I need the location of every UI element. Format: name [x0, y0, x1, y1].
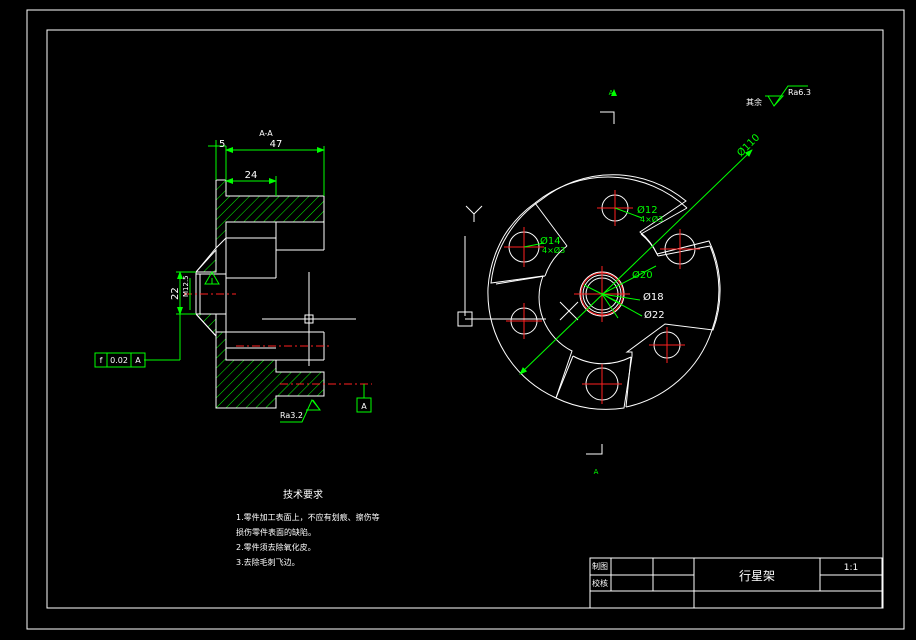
datum-label: A: [361, 402, 367, 411]
tolerance-value: 0.02: [110, 356, 128, 365]
section-roughness: Ra3.2: [280, 411, 303, 420]
section-view: [184, 179, 372, 409]
title-checked-label: 校核: [592, 578, 608, 588]
dia-110: Ø110: [735, 132, 763, 160]
dim-5: 5: [219, 139, 225, 150]
hole-note-2: 4×Ø3: [542, 245, 565, 255]
dim-22: 22: [170, 287, 181, 300]
crosshair-cursor: [262, 272, 356, 366]
hole-note-1: 4×Ø3: [640, 214, 663, 224]
tech-requirement-2: 损伤零件表面的缺陷。: [236, 527, 316, 537]
tech-requirement-4: 3.去除毛刺飞边。: [236, 557, 300, 567]
section-dimensions: [94, 140, 372, 423]
section-arrow-top-label: A: [609, 89, 614, 97]
section-arrow-bottom: [586, 444, 603, 455]
inner-border: [46, 29, 884, 609]
scale: 1:1: [844, 563, 858, 573]
title-drawn-label: 制图: [592, 561, 608, 571]
tolerance-datum: A: [135, 356, 141, 365]
tech-requirements-title: 技术要求: [283, 488, 323, 501]
general-roughness-symbol: [765, 85, 808, 107]
dia-14: Ø14: [540, 235, 561, 247]
tech-requirement-3: 2.零件须去除氧化皮。: [236, 542, 316, 552]
dim-47: 47: [270, 139, 283, 150]
dia-22: Ø22: [644, 309, 665, 321]
section-label: A-A: [259, 129, 273, 138]
ucs-icon: [457, 205, 546, 327]
roughness-general-value: Ra6.3: [788, 88, 811, 97]
front-view: [487, 149, 753, 410]
dim-24: 24: [245, 170, 258, 181]
section-arrow-bottom-label: A: [594, 468, 599, 476]
section-arrow-top: [600, 89, 617, 124]
part-name: 行星架: [739, 569, 775, 583]
roughness-general-prefix: 其余: [746, 97, 762, 107]
title-block: [589, 557, 883, 609]
tolerance-symbol: f: [100, 356, 103, 365]
outer-border: [26, 9, 905, 630]
dia-20: Ø20: [632, 269, 653, 281]
dia-12: Ø12: [637, 204, 658, 216]
dia-18: Ø18: [643, 291, 664, 303]
dim-inner: M12.5: [182, 275, 190, 297]
tech-requirement-1: 1.零件加工表面上，不应有划痕、擦伤等: [236, 512, 380, 522]
